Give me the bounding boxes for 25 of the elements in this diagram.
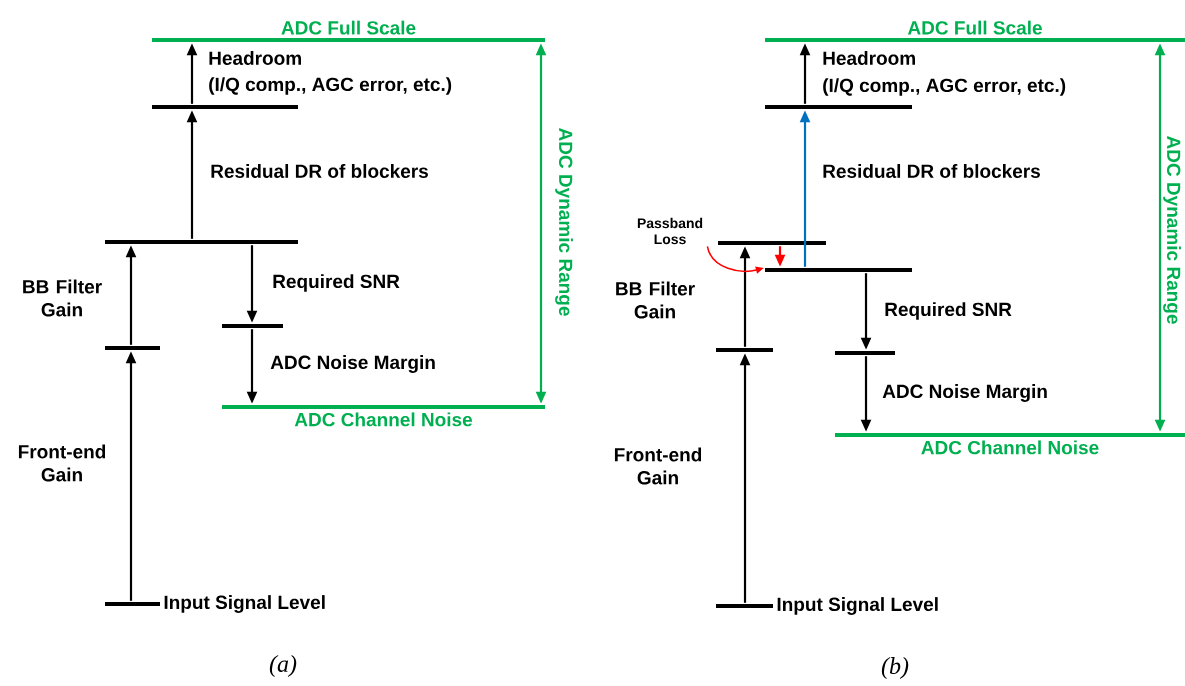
edge-label: Front-end Gain — [18, 444, 106, 482]
edge-label: BB Filter Gain — [23, 279, 102, 317]
edge-label: Required SNR — [885, 302, 1012, 320]
edge-label: ADC Noise Margin — [270, 355, 435, 373]
edge-label: Headroom — [209, 51, 301, 65]
panel-caption: (b) — [881, 657, 909, 679]
edge-label: Front-end Gain — [614, 447, 702, 485]
edge-label: Headroom — [823, 51, 915, 65]
level-line: ADC Full Scale — [765, 20, 1185, 42]
level-line: Input Signal Level — [105, 595, 325, 613]
level-line: Input Signal Level — [716, 597, 938, 615]
edge-label: ADC Dynamic Range — [555, 128, 573, 316]
level-line: ADC Full Scale — [152, 20, 545, 42]
edge-label: Required SNR — [273, 274, 400, 292]
edge-label: Residual DR of blockers — [211, 164, 428, 178]
annotation-text: (I/Q comp., AGC error, etc.) — [209, 77, 452, 95]
edge-label: ADC Noise Margin — [882, 384, 1047, 402]
annotation-text: (I/Q comp., AGC error, etc.) — [823, 78, 1066, 96]
level-line: ADC Channel Noise — [222, 405, 545, 427]
level-line: ADC Channel Noise — [835, 433, 1185, 455]
edge-label: BB Filter Gain — [616, 281, 695, 319]
panel-caption: (a) — [269, 655, 297, 677]
edge-label: ADC Dynamic Range — [1163, 136, 1181, 324]
edge-label: Residual DR of blockers — [823, 164, 1040, 178]
callout-text: Passband Loss — [637, 217, 703, 245]
